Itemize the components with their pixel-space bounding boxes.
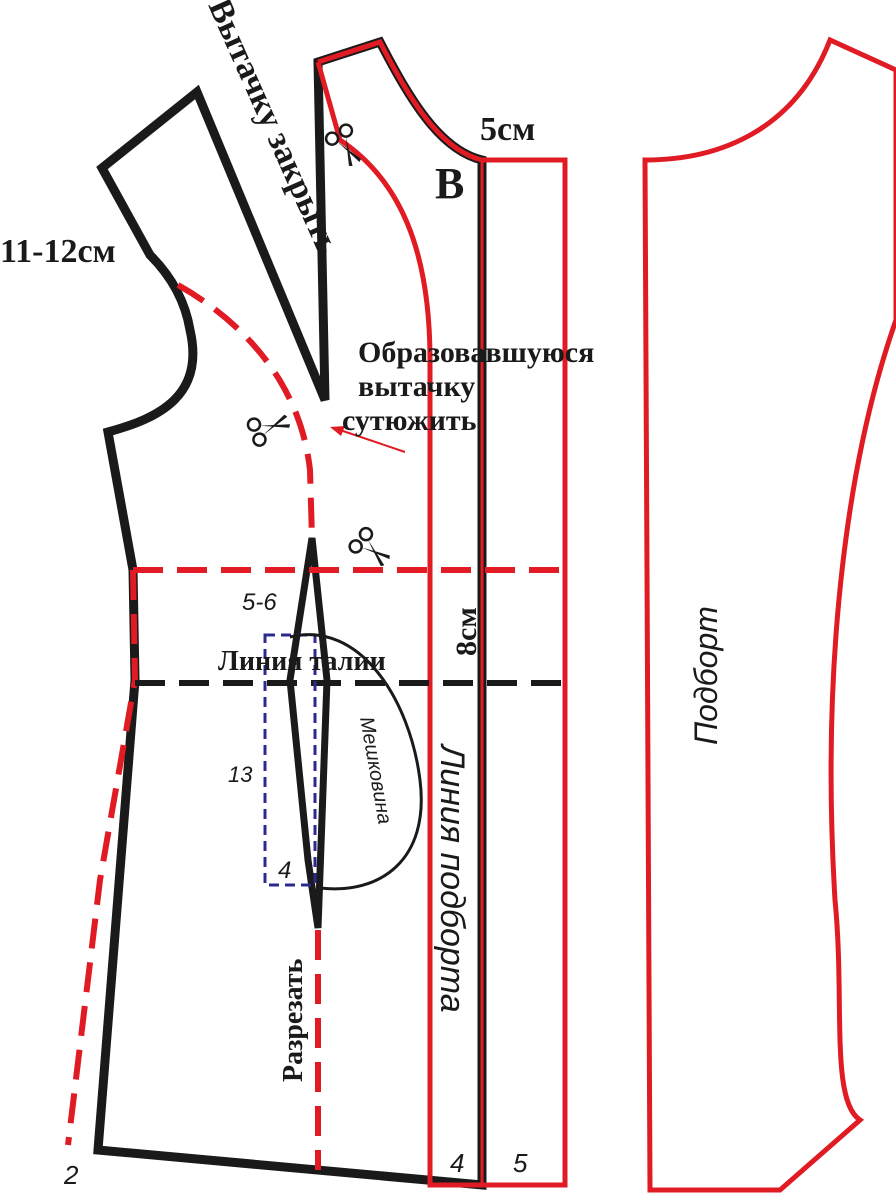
- red-construction-lines: [315, 36, 896, 1193]
- measure-5cm-label: 5см: [480, 111, 535, 148]
- cut-label: Разрезать: [278, 958, 309, 1082]
- formed-dart-line2: вытачку: [358, 370, 475, 403]
- point-b-label: В: [435, 159, 464, 208]
- num-2-label: 2: [63, 1160, 79, 1190]
- arrow-icon: [330, 426, 406, 453]
- num-5-bottom-label: 5: [513, 1148, 528, 1178]
- num-4-pocket-label: 4: [278, 857, 291, 884]
- facing-line-label: Линия подборта: [433, 743, 471, 1013]
- waist-line-label: Линия талии: [218, 646, 386, 677]
- num-4-bottom-label: 4: [450, 1148, 464, 1178]
- num-13-label: 13: [228, 762, 253, 787]
- pocket-bag-label: Мешковина: [355, 715, 396, 826]
- pocket-outline: [263, 633, 317, 887]
- scissors-icon: [345, 524, 398, 575]
- formed-dart-line1: Образовавшуюся: [358, 336, 594, 369]
- pocket-bag-curve: [289, 633, 423, 891]
- close-dart-label: Вытачку закрыть: [201, 0, 347, 261]
- measure-8cm-label: 8см: [450, 607, 483, 656]
- red-dashed-lines: [65, 282, 565, 1170]
- measure-5-6-label: 5-6: [242, 589, 277, 616]
- formed-dart-line3: сутюжить: [342, 404, 477, 437]
- measure-11-12-label: 11-12см: [0, 233, 116, 270]
- scissors-icon: [245, 406, 295, 449]
- facing-label: Подборт: [688, 606, 724, 745]
